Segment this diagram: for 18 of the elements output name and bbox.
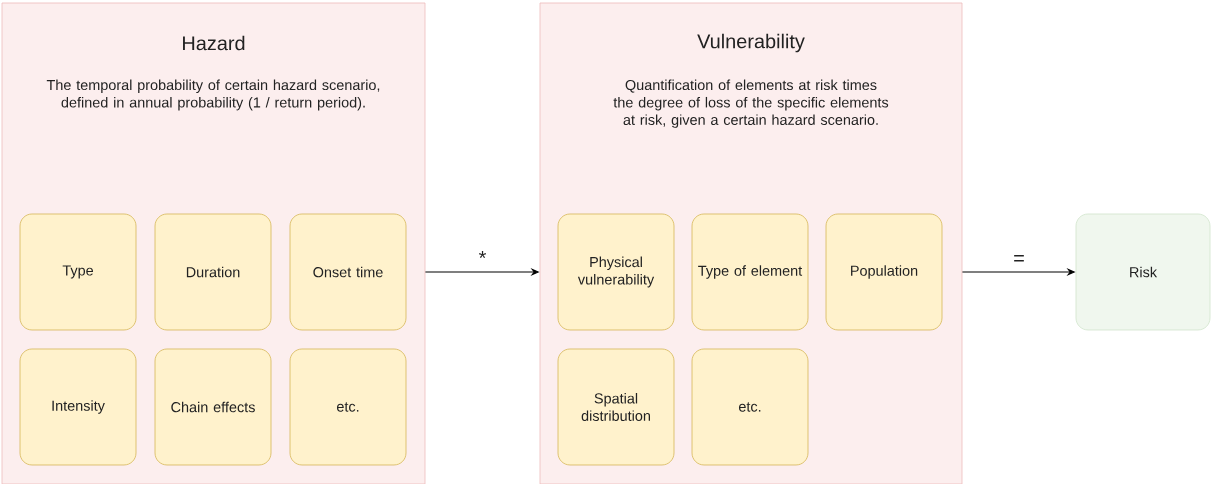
panel-description: The temporal probability of certain hazard scenario, defined in annual probability (1 / return period). <box>46 79 380 111</box>
panel-description: Quantification of elements at risk times the degree of loss of the specific elements at risk, given a certain hazard scenario. <box>613 79 889 128</box>
factor-box: Spatial distribution <box>557 348 675 466</box>
factor-box: Intensity <box>19 348 137 466</box>
factor-box: Physical vulnerability <box>557 213 675 331</box>
panel-title: Hazard <box>183 35 245 51</box>
factor-box: Duration <box>154 213 272 331</box>
panel-title: Vulnerability <box>697 33 805 53</box>
factor-box: etc. <box>289 348 407 466</box>
factor-box: Type <box>19 213 137 331</box>
factor-box: Type of element <box>691 213 809 331</box>
factor-box: Chain effects <box>154 348 272 466</box>
result-box: Risk <box>1075 213 1211 331</box>
edge-label: * <box>477 250 488 266</box>
factor-box: Onset time <box>289 213 407 331</box>
factor-box: Population <box>825 213 943 331</box>
factor-box: etc. <box>691 348 809 466</box>
edge-label: = <box>1012 254 1026 266</box>
